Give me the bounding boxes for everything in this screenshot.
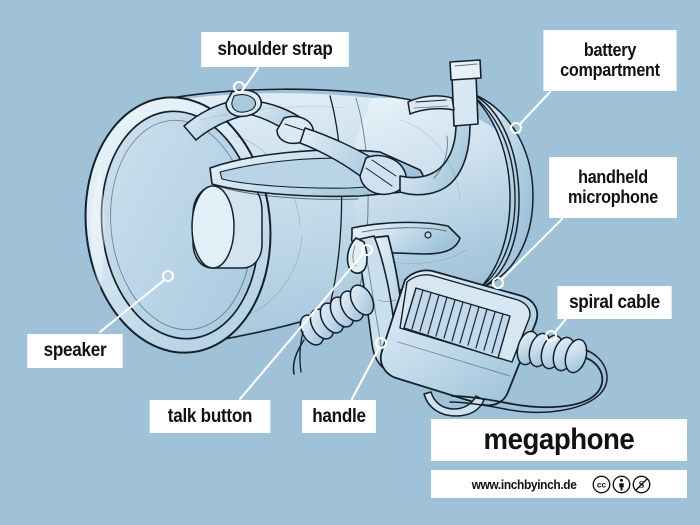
cc-by-attribution-icon	[612, 475, 631, 493]
license-icon-group: cc S	[592, 475, 651, 494]
title-box: megaphone	[431, 419, 687, 461]
svg-text:cc: cc	[597, 479, 607, 489]
cc-nc-noncommercial-icon: S	[632, 475, 651, 493]
footer-bar: www.inchbyinch.de cc S	[431, 470, 687, 498]
page-title: megaphone	[483, 423, 635, 456]
label-handle[interactable]: handle	[302, 400, 376, 433]
label-handheld-microphone[interactable]: handheld microphone	[549, 157, 677, 218]
label-battery-compartment[interactable]: battery compartment	[543, 30, 677, 91]
label-shoulder-strap[interactable]: shoulder strap	[201, 32, 349, 67]
creative-commons-icon: cc	[592, 475, 611, 493]
label-talk-button[interactable]: talk button	[149, 400, 271, 433]
label-spiral-cable[interactable]: spiral cable	[557, 286, 672, 319]
svg-text:S: S	[639, 480, 645, 491]
label-speaker[interactable]: speaker	[27, 334, 123, 368]
website-url[interactable]: www.inchbyinch.de	[471, 476, 577, 492]
